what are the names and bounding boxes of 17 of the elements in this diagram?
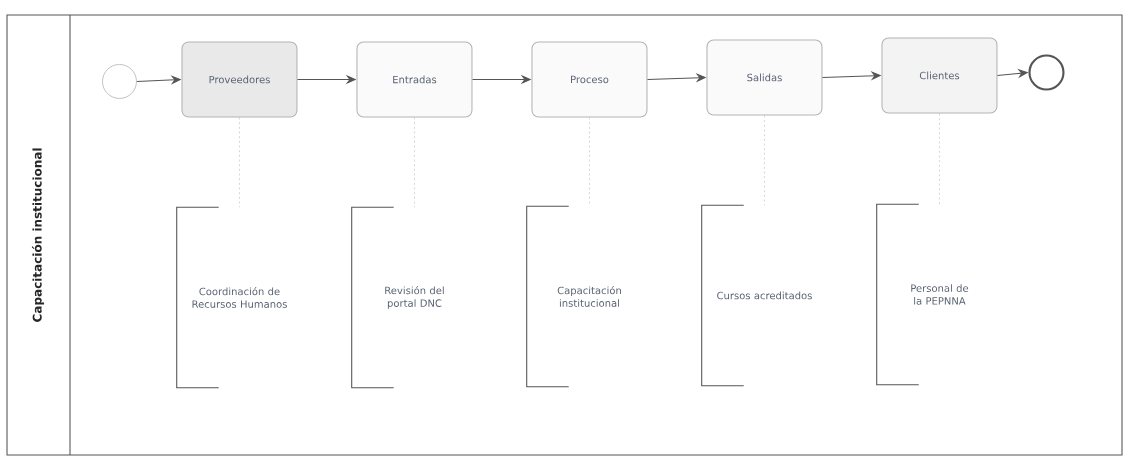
annotation-bracket: Cursos acreditados [701,204,812,387]
task-box: Entradas [356,41,473,118]
association-line [939,113,940,205]
annotation-bracket: Revisión del portal DNC [351,206,444,389]
annotation-bracket: Capacitación institucional [526,205,621,388]
association-line [239,117,240,208]
association-line [764,115,765,206]
annotation-bracket: Personal de la PEPNNA [876,203,969,386]
task-box: Clientes [881,37,998,114]
event-circle [102,64,137,99]
task-box: Proveedores [181,41,298,118]
task-box: Salidas [706,39,823,116]
association-line [414,117,415,208]
annotation-bracket: Coordinación de Recursos Humanos [176,206,287,389]
task-box: Proceso [531,41,648,118]
association-line [589,117,590,207]
event-circle [1028,54,1065,91]
